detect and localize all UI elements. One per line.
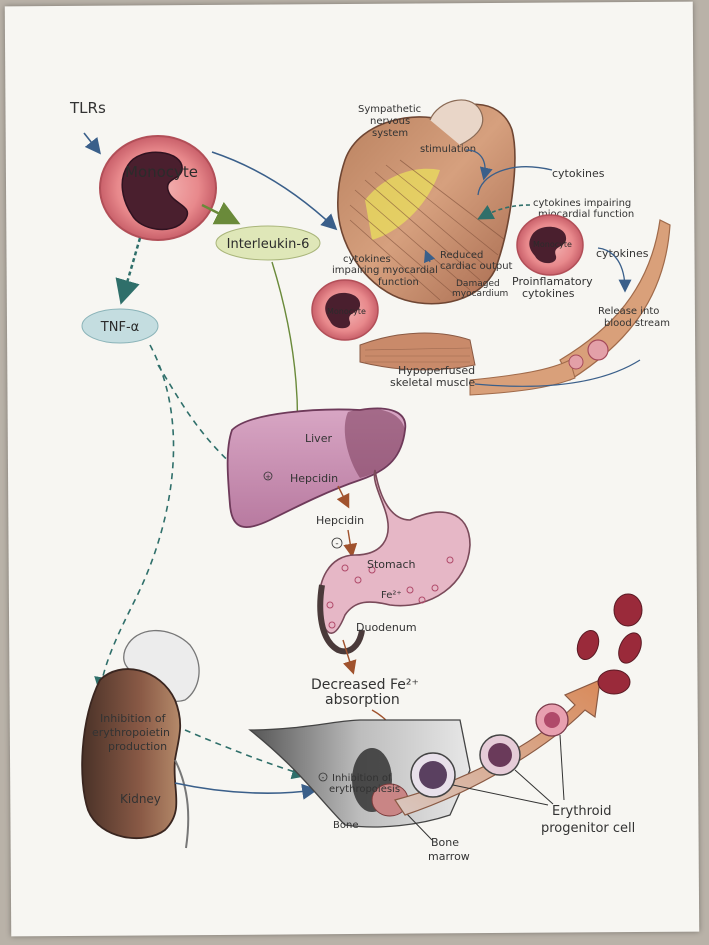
tnf-to-liver-arrow — [157, 364, 253, 482]
bone-marrow-pointer — [404, 811, 433, 841]
cytokines-top-label: cytokines — [552, 167, 605, 180]
heart-icon — [337, 99, 516, 305]
monocyte-icon — [311, 279, 379, 341]
stomach-icon — [317, 469, 471, 655]
duodenum-to-absorption-arrow — [342, 639, 357, 675]
fe-label: Fe²⁺ — [381, 590, 402, 601]
monocyte-to-tnf-arrow — [115, 237, 142, 305]
tlrs-arrow — [83, 132, 101, 155]
interleukin-label: Interleukin-6 — [227, 237, 310, 252]
blood-cell-icon — [535, 703, 569, 737]
proinflammatory-label: Proinflamatory cytokines — [512, 275, 596, 300]
kidney-to-marrow-arrow — [174, 782, 319, 800]
monocyte-icon — [99, 135, 217, 241]
blood-vessel-lower — [469, 359, 576, 396]
liver-hepcidin-arrow — [336, 485, 350, 509]
inhibition-ery-label: Inhibition of erythropoiesis — [329, 773, 400, 795]
hepcidin-arrow-label: Hepcidin — [316, 514, 364, 527]
stomach-label: Stomach — [367, 558, 416, 571]
tlrs-label: TLRs — [69, 99, 106, 117]
damaged-label: Damaged myocardium — [452, 279, 508, 299]
kidney-label: Kidney — [120, 792, 161, 806]
cytokines-right-label: cytokines — [596, 247, 649, 260]
bone-label: Bone — [333, 820, 358, 831]
blood-cell-icon — [568, 354, 584, 370]
monocyte-icon — [516, 214, 584, 276]
release-label: Release into blood stream — [598, 306, 670, 329]
cytokines-top-arrow — [477, 166, 553, 196]
monocyte-left-label: Monocyte — [327, 307, 366, 316]
erythroid-pointer-1 — [452, 784, 549, 806]
blood-cell-icon — [597, 669, 631, 695]
monocyte-to-interleukin-arrow — [201, 201, 241, 225]
blood-cell-icon — [587, 339, 609, 361]
duodenum-label: Duodenum — [356, 621, 417, 634]
cytokines-right-arrow — [597, 247, 632, 293]
blood-cell-icon — [479, 734, 521, 776]
hepcidin-liver-label: Hepcidin — [290, 472, 338, 485]
plus-sign-icon — [263, 471, 273, 481]
erythroid-label: Erythroid progenitor cell — [541, 804, 635, 836]
inhibition-epo-label: Inhibition of erythropoietin production — [92, 712, 173, 753]
red-blood-cells — [576, 593, 643, 695]
erythropoiesis-progression-arrow — [394, 679, 601, 816]
reduced-output-arrow — [423, 249, 436, 264]
liver-label: Liver — [305, 432, 332, 445]
kidney-icon — [81, 629, 200, 849]
tnf-to-kidney-arrow — [94, 344, 175, 694]
blood-cell-icon — [613, 593, 643, 627]
stimulation-arrow — [465, 149, 493, 181]
plus-sign-icon: + — [265, 473, 271, 481]
kidney-to-erythropoiesis-dashed-arrow — [184, 729, 309, 780]
minus-sign-icon — [318, 772, 328, 782]
blood-cell-icon — [410, 752, 456, 798]
muscle-vessel-line — [474, 359, 641, 387]
reduced-output-label: Reduced cardiac output — [440, 250, 513, 272]
erythroid-pointer-2 — [514, 769, 554, 805]
liver-icon — [226, 407, 407, 528]
cytokines-impairing-right-label: cytokines impairing miocardial function — [533, 198, 634, 220]
stimulation-label: stimulation — [420, 144, 476, 155]
minus-sign-icon: - — [322, 773, 325, 782]
monocyte-main-label: Monocyte — [125, 163, 198, 181]
hepcidin-to-stomach-arrow — [343, 529, 358, 558]
minus-sign-icon: - — [335, 539, 338, 549]
erythroid-pointer-3 — [559, 734, 565, 801]
cytokines-impairing-left-label: cytokines impairing myocardial function — [332, 254, 441, 288]
interleukin-bubble — [215, 225, 321, 261]
skeletal-muscle — [359, 332, 476, 371]
monocyte-right-label: Monocyte — [533, 240, 572, 249]
bone-marrow-label: Bone marrow — [428, 836, 470, 863]
sympathetic-label: Sympathetic nervous system — [358, 104, 424, 139]
blood-cell-icon — [618, 632, 642, 664]
monocyte-to-heart-arrow — [211, 151, 338, 231]
tnf-label: TNF-α — [100, 320, 139, 335]
decreased-absorption-label: Decreased Fe²⁺ absorption — [311, 677, 423, 708]
hypoperfused-label: Hypoperfused skeletal muscle — [390, 364, 479, 389]
blood-cell-icon — [576, 629, 600, 661]
tnf-bubble — [81, 308, 159, 344]
minus-sign-icon — [331, 537, 343, 549]
